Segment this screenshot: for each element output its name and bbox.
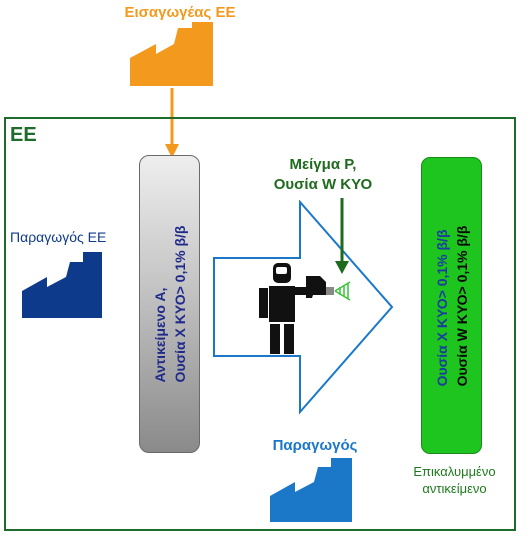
coated-article-line1: Ουσία Χ ΚΥΟ> 0,1% β/β [433,228,450,386]
coated-article-caption: Επικαλυμμένο αντικείμενο [387,463,522,497]
mixture-line1: Μείγμα Ρ, [289,156,357,173]
mixture-arrow [335,198,349,274]
coated-caption-line2: αντικείμενο [422,481,487,496]
importer-factory-icon [130,22,213,86]
producer-label: Παραγωγός [272,437,358,454]
coated-caption-line1: Επικαλυμμένο [413,464,496,479]
article-a-line2: Ουσία Χ ΚΥΟ> 0,1% β/β [171,225,188,383]
eu-boundary-frame [4,117,516,531]
coated-article-line2: Ουσία W ΚΥΟ> 0,1% β/β [453,225,470,386]
producer-factory-icon [270,458,352,522]
process-arrow-icon [213,200,394,415]
importer-label: Εισαγωγέας ΕΕ [124,4,236,21]
mixture-label: Μείγμα Ρ, Ουσία W ΚΥΟ [238,155,408,195]
eu-producer-factory-icon [22,252,102,318]
worker-spraying-icon [259,263,351,354]
article-a-line1: Αντικείμενο Α, [151,287,168,383]
article-a-bar: Αντικείμενο Α, Ουσία Χ ΚΥΟ> 0,1% β/β [139,155,200,453]
eu-producer-label: Παραγωγός ΕΕ [10,229,107,245]
eu-label: ΕΕ [10,124,37,146]
coated-article-bar: Ουσία Χ ΚΥΟ> 0,1% β/β Ουσία W ΚΥΟ> 0,1% … [421,157,482,454]
mixture-line2: Ουσία W ΚΥΟ [273,176,373,193]
